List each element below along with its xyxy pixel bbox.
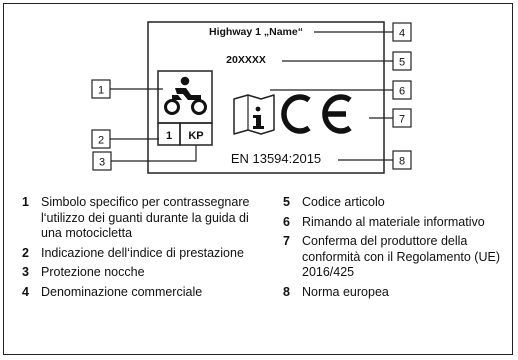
- legend-item: 1 Simbolo specifico per contrassegnare l…: [22, 195, 258, 242]
- legend-item: 4 Denominazione commerciale: [22, 285, 258, 301]
- legend-text: Rimando al materiale informativo: [302, 214, 485, 229]
- legend-number: 5: [283, 195, 290, 209]
- figure-frame: [3, 3, 513, 355]
- callout-2: [91, 129, 111, 149]
- legend-text: Simbolo specifico per contrassegnare l‘u…: [41, 195, 250, 240]
- legend-number: 8: [283, 284, 290, 299]
- callout-4: [392, 22, 412, 42]
- callout-3-label: 3: [99, 157, 105, 169]
- legend-text: Indicazione dell‘indice di prestazione: [41, 245, 244, 260]
- callout-1-label: 1: [98, 85, 104, 97]
- callout-6-label: 6: [399, 86, 405, 98]
- knuckle-code: KP: [188, 130, 203, 142]
- callout-5-label: 5: [399, 57, 405, 69]
- legend-left: 1 Simbolo specifico per contrassegnare l…: [22, 195, 258, 304]
- standard-text: EN 13594:2015: [231, 151, 321, 166]
- index-value: 1: [166, 130, 172, 142]
- legend-item: 6 Rimando al materiale informativo: [283, 215, 508, 231]
- product-name: Highway 1 „Name“: [209, 26, 303, 38]
- ce-mark-icon: [281, 94, 352, 134]
- legend-number: 6: [283, 214, 290, 229]
- callout-3: [92, 151, 112, 171]
- callout-6: [392, 80, 412, 100]
- legend-text: Protezione nocche: [41, 265, 145, 279]
- legend-item: 8 Norma europea: [283, 285, 508, 301]
- callout-8-label: 8: [399, 156, 405, 168]
- callout-2-label: 2: [98, 135, 104, 147]
- callout-7-label: 7: [399, 114, 405, 126]
- callout-5: [392, 51, 412, 71]
- callout-4-label: 4: [399, 28, 405, 40]
- label-outline: [147, 21, 385, 174]
- legend-number: 3: [22, 265, 29, 279]
- leader-lines: [110, 31, 393, 162]
- legend-item: 2 Indicazione dell‘indice di prestazione: [22, 246, 258, 262]
- legend-number: 2: [22, 245, 29, 260]
- callout-8: [392, 150, 412, 170]
- callout-7: [392, 108, 412, 128]
- article-code: 20XXXX: [226, 54, 266, 66]
- legend-number: 1: [22, 195, 29, 209]
- legend-item: 3 Protezione nocche: [22, 265, 258, 281]
- legend-text: Codice articolo: [302, 195, 385, 209]
- motorcycle-icon: [164, 76, 207, 115]
- legend-item: 5 Codice articolo: [283, 195, 508, 211]
- legend-text: Conferma del produttore della conformità…: [302, 234, 500, 279]
- legend-item: 7 Conferma del produttore della conformi…: [283, 234, 508, 281]
- legend-number: 7: [283, 234, 290, 248]
- info-book-icon: [233, 94, 275, 135]
- legend-right: 5 Codice articolo 6 Rimando al materiale…: [283, 195, 508, 304]
- legend-number: 4: [22, 284, 29, 299]
- legend-text: Denominazione commerciale: [41, 284, 203, 299]
- callout-1: [91, 79, 111, 99]
- legend-text: Norma europea: [302, 284, 389, 299]
